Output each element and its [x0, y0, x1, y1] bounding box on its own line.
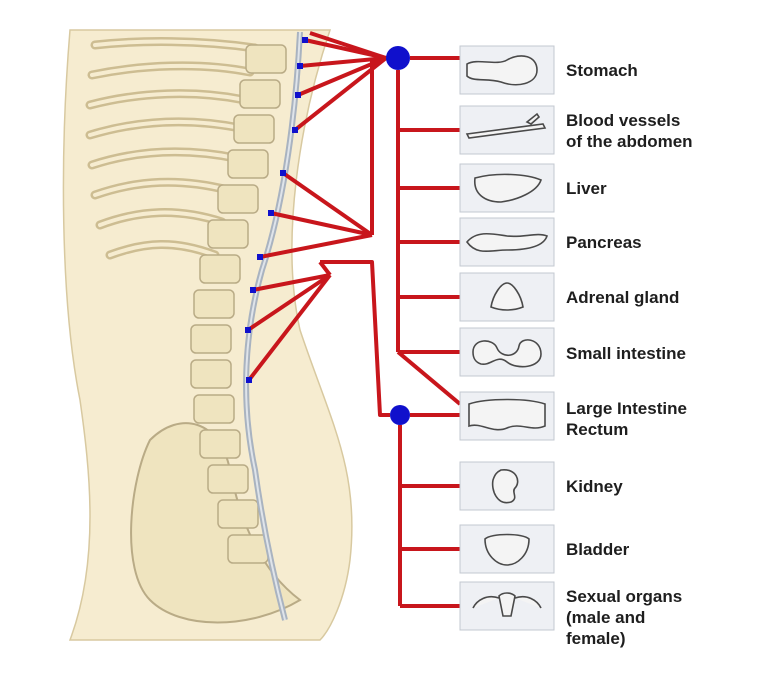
- nerve-line: [247, 273, 332, 382]
- blood-vessel-icon: [459, 105, 555, 155]
- vertebra: [193, 394, 235, 424]
- nerve-line: [270, 211, 373, 237]
- vertebra: [217, 184, 259, 214]
- spinal-nerve-roots: [245, 37, 308, 383]
- organ-label-pancreas: Pancreas: [566, 232, 642, 253]
- liver-icon: [459, 163, 555, 213]
- nerve-line: [281, 171, 374, 237]
- vertebra: [199, 254, 241, 284]
- organ-label-line: Sexual organs: [566, 587, 683, 606]
- vertebra: [207, 219, 249, 249]
- organ-label-line: Small intestine: [566, 344, 686, 363]
- organ-label-small-intestine: Small intestine: [566, 343, 686, 364]
- vertebra: [245, 44, 287, 74]
- vertebra: [190, 359, 232, 389]
- rib-cage-inner: [88, 39, 257, 257]
- bladder-icon: [459, 524, 555, 574]
- nerve-line: [309, 31, 387, 60]
- organ-label-bladder: Bladder: [566, 539, 629, 560]
- pancreas-icon: [459, 217, 555, 267]
- organ-label-sexual-organs: Sexual organs (male and female): [566, 586, 682, 649]
- organ-thumbnails: [459, 45, 555, 631]
- nerve-root-dot: [245, 327, 251, 333]
- kidney-icon: [459, 461, 555, 511]
- vertebra: [193, 289, 235, 319]
- stomach-icon: [459, 45, 555, 95]
- organ-label-liver: Liver: [566, 178, 607, 199]
- vertebra: [227, 534, 269, 564]
- nerve-root-dot: [268, 210, 274, 216]
- reproductive-organs-icon: [459, 581, 555, 631]
- nerve-pathways: [246, 31, 462, 608]
- organ-label-stomach: Stomach: [566, 60, 638, 81]
- nerve-line: [252, 273, 331, 292]
- organ-label-abdominal-vessels: Blood vessels of the abdomen: [566, 110, 693, 152]
- nerve-root-dot: [250, 287, 256, 293]
- organ-label-line: female): [566, 629, 626, 648]
- nerve-root-dot: [257, 254, 263, 260]
- vertebra: [190, 324, 232, 354]
- nerve-root-dot: [302, 37, 308, 43]
- adrenal-gland-icon: [459, 272, 555, 322]
- organ-label-line: Stomach: [566, 61, 638, 80]
- organ-label-line: of the abdomen: [566, 132, 693, 151]
- organ-label-line: Adrenal gland: [566, 288, 680, 307]
- nerve-root-dot: [280, 170, 286, 176]
- organ-label-line: Pancreas: [566, 233, 642, 252]
- nerve-root-dot: [292, 127, 298, 133]
- nerve-line: [318, 260, 332, 277]
- vertebra: [207, 464, 249, 494]
- organ-label-adrenal-gland: Adrenal gland: [566, 287, 679, 308]
- lower-ganglion: [390, 405, 410, 425]
- nerve-root-dot: [297, 63, 303, 69]
- organ-label-line: Kidney: [566, 477, 623, 496]
- organ-label-line: Large Intestine: [566, 399, 687, 418]
- vertebral-column: [190, 44, 287, 564]
- organ-label-line: Bladder: [566, 540, 630, 559]
- vertebra: [217, 499, 259, 529]
- vertebra: [227, 149, 269, 179]
- nerve-root-dot: [295, 92, 301, 98]
- upper-ganglion: [386, 46, 410, 70]
- nerve-line: [320, 260, 390, 417]
- nerve-root-dot: [246, 377, 252, 383]
- vertebra: [233, 114, 275, 144]
- organ-label-line: Liver: [566, 179, 607, 198]
- organ-label-line: Rectum: [566, 420, 629, 439]
- nerve-line: [396, 350, 462, 406]
- organ-label-line: (male and: [566, 608, 646, 627]
- organ-label-line: Blood vessels: [566, 111, 681, 130]
- vertebra: [199, 429, 241, 459]
- vertebra: [239, 79, 281, 109]
- nerve-line: [259, 233, 373, 259]
- organ-label-kidney: Kidney: [566, 476, 623, 497]
- large-intestine-icon: [459, 391, 555, 441]
- small-intestine-icon: [459, 327, 555, 377]
- nerve-line: [246, 273, 332, 332]
